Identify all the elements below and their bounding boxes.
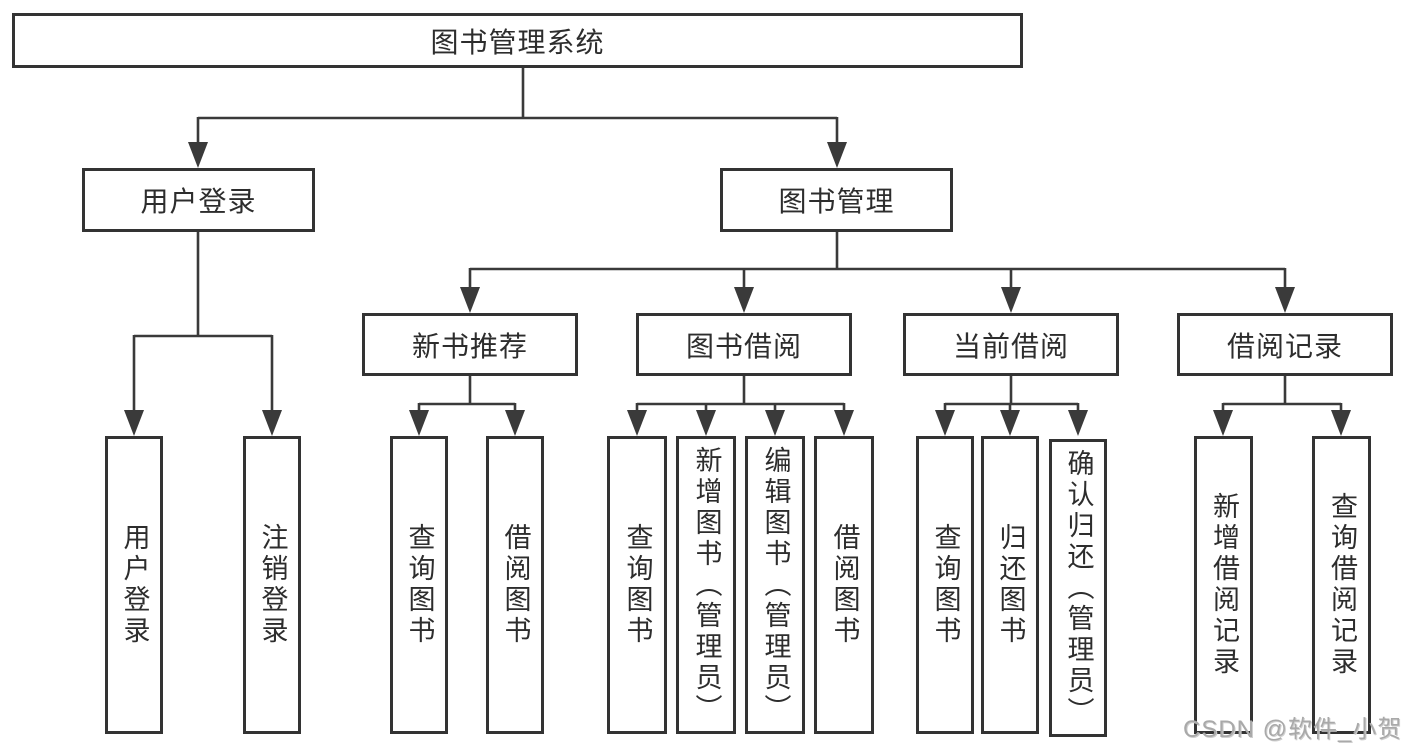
connector-current-borrowing-to-children — [935, 376, 1088, 436]
node-edit-books-admin: 编辑图书（管理员） — [745, 436, 805, 734]
node-query-borrow-record: 查询借阅记录 — [1312, 436, 1371, 734]
connector-book-borrowing-to-children — [627, 376, 854, 436]
node-library-system: 图书管理系统 — [12, 13, 1023, 68]
connector-root-to-level2 — [188, 68, 847, 168]
connector-borrowing-records-to-children — [1213, 376, 1351, 436]
node-query-books-recommend: 查询图书 — [390, 436, 448, 734]
connector-user-login-to-children — [124, 232, 282, 436]
node-confirm-return-admin: 确认归还（管理员） — [1049, 439, 1107, 737]
node-book-management: 图书管理 — [720, 168, 953, 232]
node-book-borrowing: 图书借阅 — [636, 313, 852, 376]
node-new-book-recommend: 新书推荐 — [362, 313, 578, 376]
node-borrow-books-borrowing: 借阅图书 — [814, 436, 874, 734]
node-logout-action: 注销登录 — [243, 436, 301, 734]
node-add-books-admin: 新增图书（管理员） — [676, 436, 736, 734]
node-add-borrow-record: 新增借阅记录 — [1194, 436, 1253, 734]
node-user-login-action: 用户登录 — [105, 436, 163, 734]
node-borrowing-records: 借阅记录 — [1177, 313, 1393, 376]
node-borrow-books-recommend: 借阅图书 — [486, 436, 544, 734]
node-current-borrowing: 当前借阅 — [903, 313, 1119, 376]
connector-new-book-recommend-to-children — [409, 376, 525, 436]
node-user-login: 用户登录 — [82, 168, 315, 232]
connector-book-management-to-level3 — [460, 232, 1295, 313]
node-query-books-borrowing: 查询图书 — [607, 436, 667, 734]
csdn-watermark: CSDN @软件_小贺同学 — [1183, 716, 1403, 743]
node-return-books: 归还图书 — [981, 436, 1039, 734]
node-query-books-current: 查询图书 — [916, 436, 974, 734]
